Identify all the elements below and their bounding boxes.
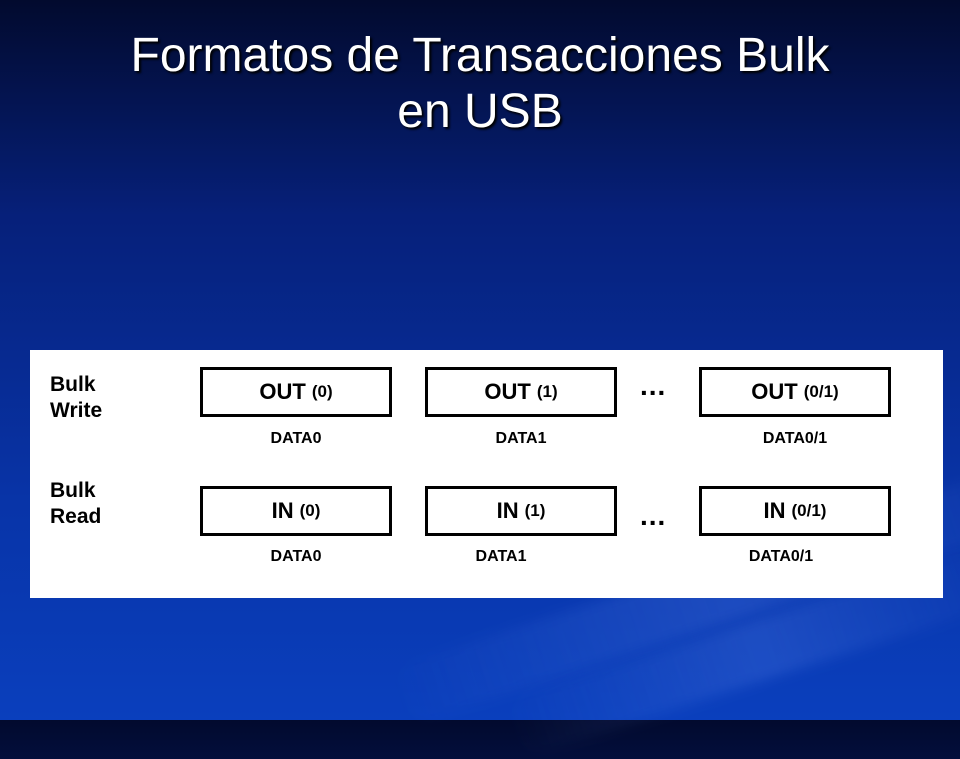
title-line-1: Formatos de Transacciones Bulk — [130, 29, 830, 82]
data-toggle-label: DATA1 — [475, 548, 527, 565]
read-ellipsis: ... — [640, 500, 667, 531]
out-packet-box-2: OUT (0/1) — [699, 367, 891, 417]
packet-name: OUT — [484, 379, 531, 404]
bulk-read-label-line2: Read — [50, 505, 102, 528]
bulk-write-label: Bulk Write — [50, 372, 102, 424]
packet-seq: (0) — [299, 501, 321, 520]
in-packet-box-1: IN (1) — [425, 486, 617, 536]
packet-seq: (0/1) — [803, 382, 839, 401]
bulk-transaction-diagram: Bulk Write OUT (0) DATA0 OUT (1) DATA1 .… — [30, 350, 943, 598]
out-packet-box-0: OUT (0) — [200, 367, 392, 417]
packet-seq: (1) — [524, 501, 546, 520]
bulk-read-label: Bulk Read — [50, 478, 101, 530]
packet-seq: (0) — [311, 382, 333, 401]
packet-name: OUT — [259, 379, 306, 404]
slide-title: Formatos de Transacciones Bulk en USB — [40, 28, 920, 140]
in-packet-box-0: IN (0) — [200, 486, 392, 536]
write-ellipsis: ... — [640, 370, 667, 401]
packet-seq: (1) — [536, 382, 558, 401]
data-toggle-label: DATA0/1 — [748, 548, 814, 565]
data-toggle-label: DATA0/1 — [762, 430, 828, 447]
bulk-write-label-line1: Bulk — [50, 373, 96, 396]
packet-name: IN — [271, 498, 294, 523]
bulk-read-label-line1: Bulk — [50, 479, 96, 502]
title-line-2: en USB — [397, 85, 563, 138]
data-toggle-label: DATA0 — [270, 548, 322, 565]
bulk-write-label-line2: Write — [50, 399, 103, 422]
packet-name: IN — [496, 498, 519, 523]
packet-name: OUT — [751, 379, 798, 404]
packet-seq: (0/1) — [791, 501, 827, 520]
in-packet-box-2: IN (0/1) — [699, 486, 891, 536]
packet-name: IN — [763, 498, 786, 523]
data-toggle-label: DATA1 — [495, 430, 547, 447]
data-toggle-label: DATA0 — [270, 430, 322, 447]
out-packet-box-1: OUT (1) — [425, 367, 617, 417]
